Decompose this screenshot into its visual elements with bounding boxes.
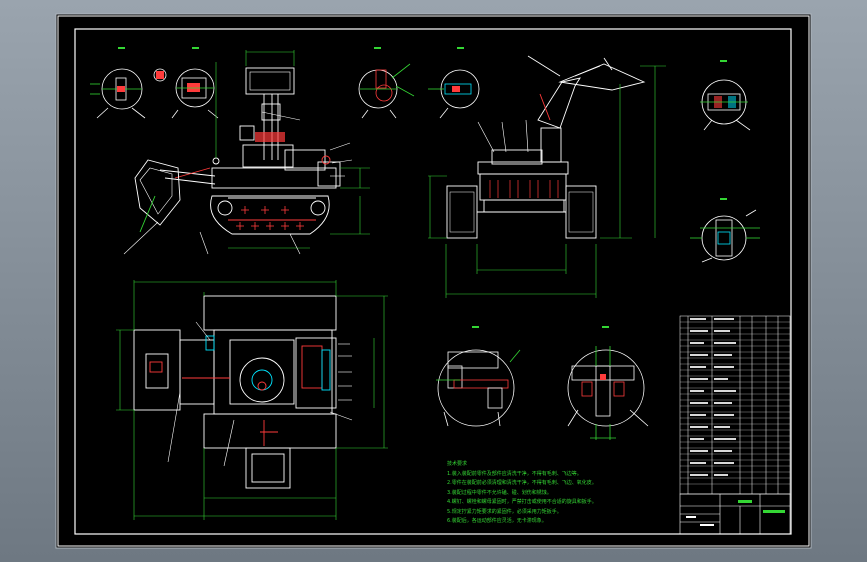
detail-IV (358, 47, 415, 119)
side-elevation (123, 50, 370, 255)
note-item: 2.零件在装配前必须清理和清洗干净，不得有毛刺、飞边、氧化皮。 (447, 480, 597, 486)
front-elevation (428, 55, 666, 298)
section-A (436, 326, 521, 427)
detail-II (153, 68, 167, 82)
detail-V (428, 47, 480, 119)
note-item: 1.装入装配前零件及部件应清洗干净，不得有毛刺、飞边等。 (447, 470, 582, 477)
detail-VI (700, 60, 751, 131)
detail-III (171, 47, 219, 119)
notes-heading: 技术要求 (447, 461, 468, 467)
parts-list (679, 315, 791, 495)
technical-notes: 技术要求 1.装入装配前零件及部件应清洗干净，不得有毛刺、飞边等。 2.零件在装… (447, 460, 672, 527)
note-item: 5.规定拧紧力矩要求的紧固件，必须采用力矩扳手。 (447, 508, 562, 515)
note-item: 3.装配过程中零件不允许磕、碰、划伤和锈蚀。 (447, 489, 552, 496)
plan-view (116, 280, 388, 520)
title-block (679, 493, 791, 535)
note-item: 4.螺钉、螺栓和螺母紧固时，严禁打击或使用不合适的旋具和扳手。 (447, 499, 597, 505)
note-item: 6.装配后，各运动部件应灵活，无卡滞现象。 (447, 518, 547, 524)
section-B (567, 326, 649, 440)
detail-I (90, 47, 146, 119)
detail-VII (690, 198, 760, 263)
